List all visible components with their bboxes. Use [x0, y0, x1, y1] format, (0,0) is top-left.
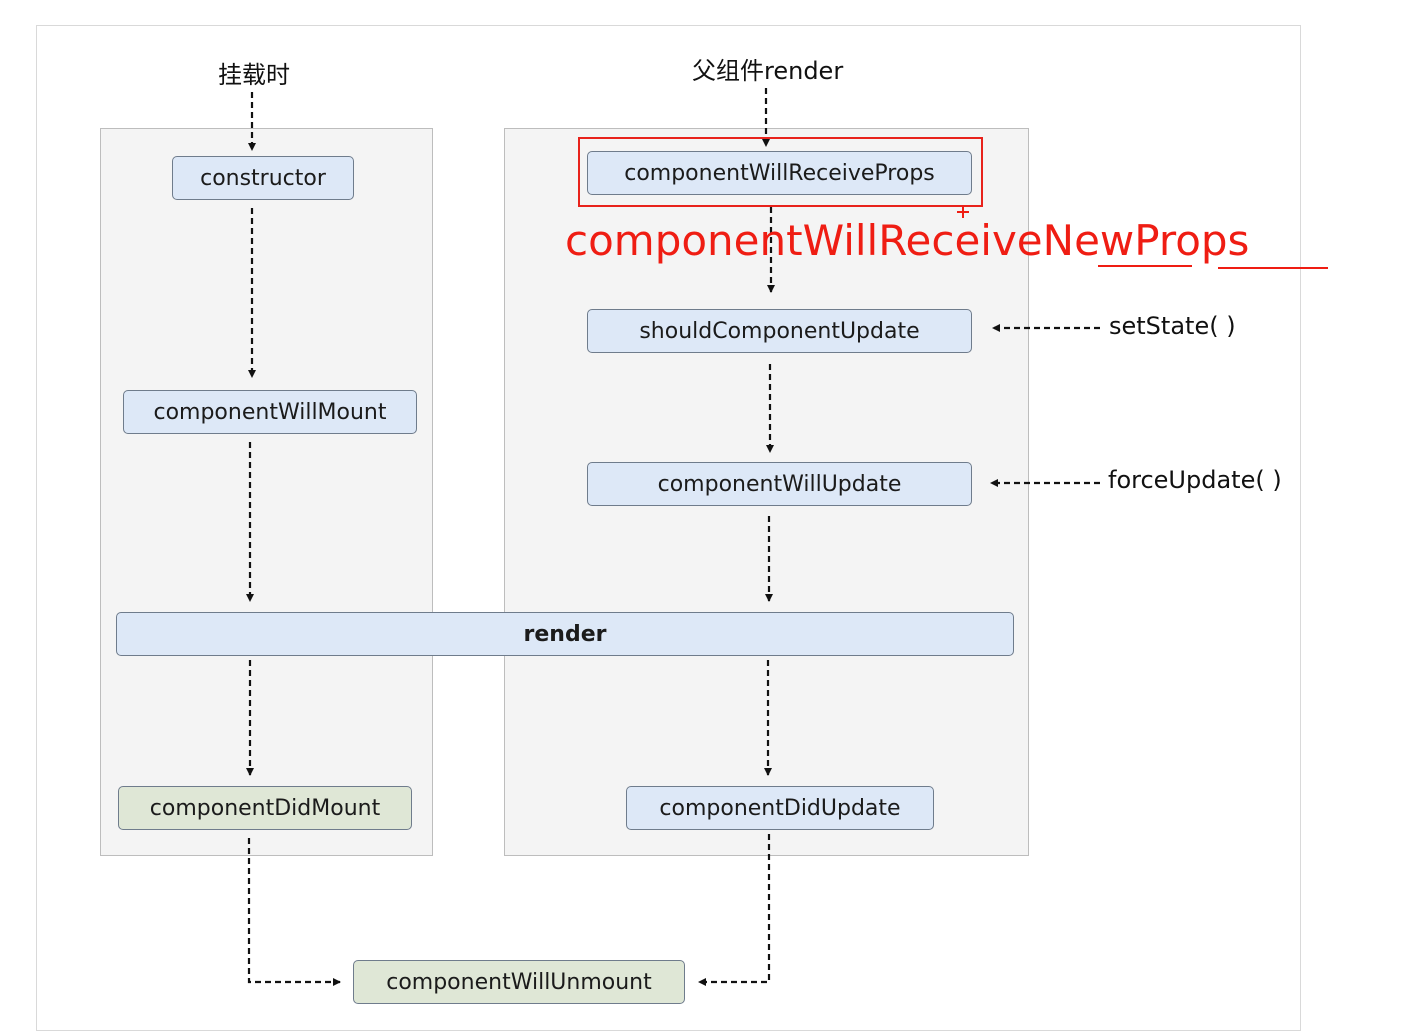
component-did-mount-node: componentDidMount [118, 786, 412, 830]
component-will-unmount-node: componentWillUnmount [353, 960, 685, 1004]
component-will-mount-node: componentWillMount [123, 390, 417, 434]
arrow-didmount-to-unmount [247, 838, 341, 986]
arrow-didupdate-to-unmount [698, 834, 771, 986]
parent-render-trigger-label: 父组件render [692, 57, 844, 85]
forceupdate-label: forceUpdate( ) [1108, 466, 1282, 494]
component-will-receive-props-node: componentWillReceiveProps [587, 151, 972, 195]
mount-trigger-label: 挂载时 [218, 61, 290, 89]
receiveprops-highlight-box [578, 137, 983, 207]
component-did-update-node: componentDidUpdate [626, 786, 934, 830]
component-will-update-node: componentWillUpdate [587, 462, 972, 506]
render-node: render [116, 612, 1014, 656]
constructor-node: constructor [172, 156, 354, 200]
should-component-update-node: shouldComponentUpdate [587, 309, 972, 353]
mount-phase-panel [100, 128, 433, 856]
setstate-label: setState( ) [1109, 312, 1236, 340]
handwritten-annotation: componentWillReceiveNewProps [565, 216, 1250, 265]
